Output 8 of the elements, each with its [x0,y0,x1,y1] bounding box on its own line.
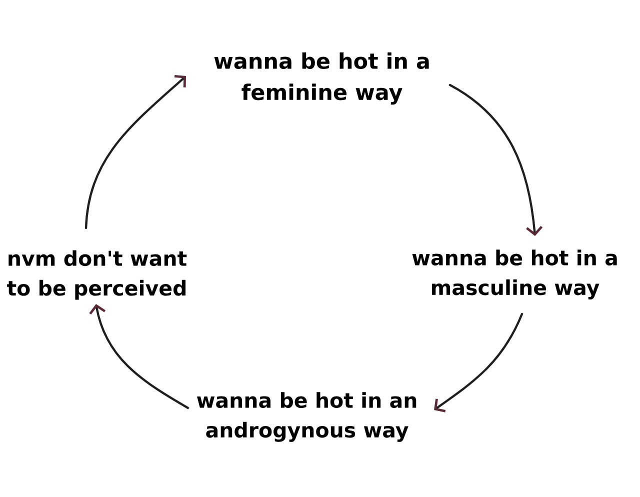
curved-arrow [89,304,190,410]
cycle-label: wanna be hot in a feminine way [214,52,429,105]
curved-arrow [434,312,524,412]
cycle-label: wanna be hot in a masculine way [412,250,617,300]
curved-arrow [448,84,543,236]
cycle-label: nvm don't want to be perceived [7,250,187,300]
cycle-label: wanna be hot in an androgynous way [197,392,416,442]
curved-arrow [84,75,186,230]
